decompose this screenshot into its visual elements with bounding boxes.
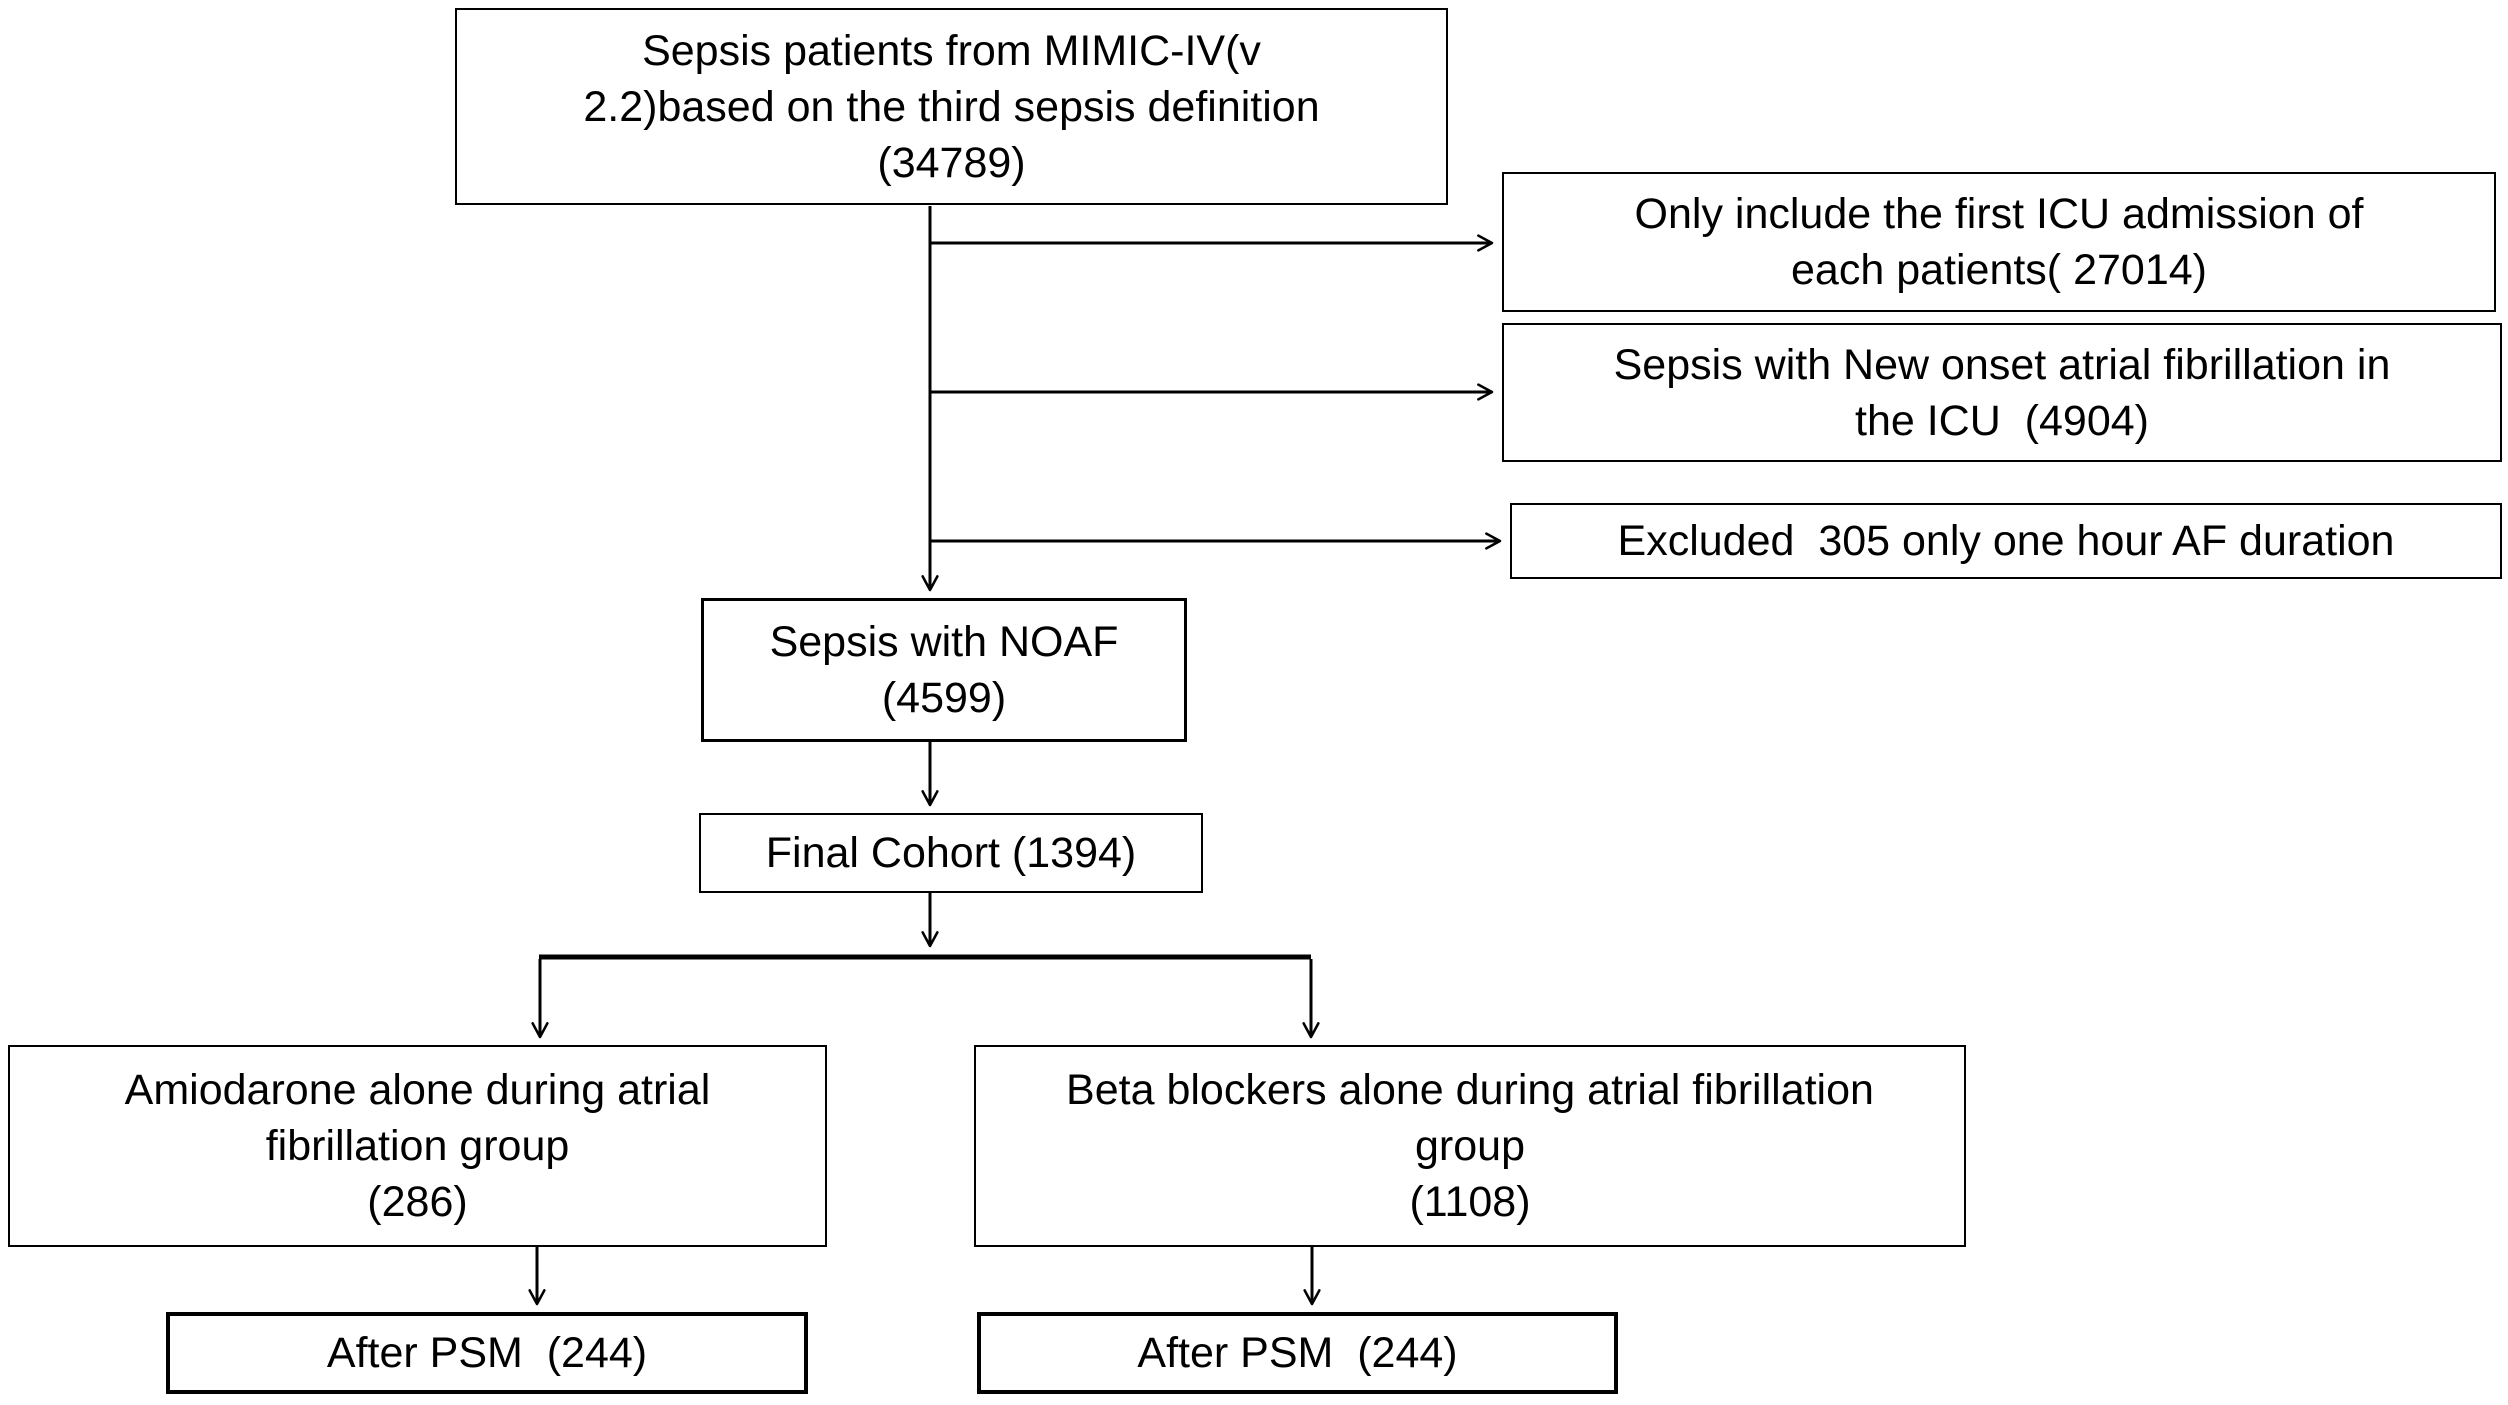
text-line: After PSM (244) xyxy=(1137,1329,1458,1377)
text-line: Sepsis patients from MIMIC-IV(v xyxy=(642,26,1261,75)
text-line: each patients( 27014) xyxy=(1791,246,2207,294)
text-line: Sepsis with New onset atrial fibrillatio… xyxy=(1613,340,2391,389)
node-exclusion-first-icu-admission: Only include the first ICU admission of e… xyxy=(1502,172,2496,312)
text-line: (4599) xyxy=(881,674,1007,722)
text-line: (1108) xyxy=(1409,1178,1531,1226)
text-line: Only include the first ICU admission of xyxy=(1634,190,2364,238)
text-line: (34789) xyxy=(877,138,1026,187)
node-source-population: Sepsis patients from MIMIC-IV(v 2.2)based… xyxy=(455,8,1448,205)
node-sepsis-with-noaf: Sepsis with NOAF (4599) xyxy=(701,598,1187,742)
text-line: Beta blockers alone during atrial fibril… xyxy=(1066,1066,1874,1114)
text-line: Excluded 305 only one hour AF duration xyxy=(1617,517,2395,565)
node-beta-after-psm: After PSM (244) xyxy=(977,1312,1618,1394)
node-amiodarone-after-psm: After PSM (244) xyxy=(166,1312,808,1394)
text-line: Sepsis with NOAF xyxy=(769,618,1119,666)
node-exclusion-af-duration: Excluded 305 only one hour AF duration xyxy=(1510,503,2502,579)
node-amiodarone-group: Amiodarone alone during atrial fibrillati… xyxy=(8,1045,827,1247)
text-line: Amiodarone alone during atrial xyxy=(124,1066,711,1114)
node-beta-blocker-group: Beta blockers alone during atrial fibril… xyxy=(974,1045,1966,1247)
text-line: After PSM (244) xyxy=(326,1329,648,1377)
node-final-cohort: Final Cohort (1394) xyxy=(699,813,1203,893)
text-line: the ICU (4904) xyxy=(1855,396,2149,445)
text-line: fibrillation group xyxy=(265,1122,570,1170)
text-line: 2.2)based on the third sepsis definition xyxy=(583,82,1320,131)
text-line: Final Cohort (1394) xyxy=(765,829,1137,877)
text-line: group xyxy=(1415,1122,1525,1170)
node-exclusion-new-onset-af: Sepsis with New onset atrial fibrillatio… xyxy=(1502,323,2502,462)
text-line: (286) xyxy=(367,1178,468,1226)
